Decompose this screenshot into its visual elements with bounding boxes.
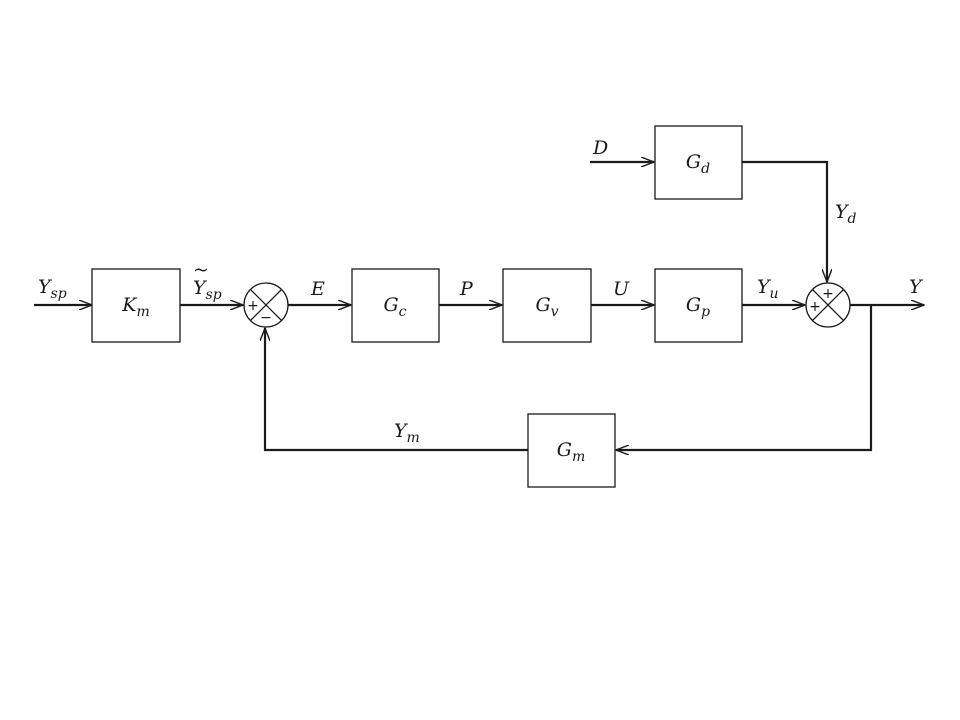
block-gv-main: G <box>535 294 550 316</box>
signal-label-y: Y <box>909 276 924 298</box>
block-gd-main: G <box>686 151 701 173</box>
block-gv-sub: v <box>551 304 559 320</box>
block-gv: Gv <box>502 268 592 343</box>
block-gc: Gc <box>351 268 440 343</box>
signal-label-yd: Yd <box>835 201 857 227</box>
signal-label-ysp-tilde: ~ Ysp <box>193 259 222 303</box>
block-gm: Gm <box>527 413 616 488</box>
block-gm-main: G <box>557 439 572 461</box>
block-gm-sub: m <box>572 449 585 465</box>
svg-text:Km: Km <box>121 294 149 320</box>
block-gc-sub: c <box>399 304 407 320</box>
signal-label-ysp: Ysp <box>38 276 67 302</box>
sum1-minus-sign: − <box>260 310 272 326</box>
block-km: Km <box>91 268 181 343</box>
wire-feedback-to-gm <box>616 305 873 450</box>
signal-label-e: E <box>310 278 325 300</box>
wire-gm-to-sum1 <box>265 328 528 452</box>
signal-label-yu: Yu <box>757 276 779 302</box>
block-km-main: K <box>121 294 138 316</box>
summing-junction-1: + − <box>243 282 289 328</box>
sum2-left-plus-sign: + <box>809 299 821 315</box>
signal-label-ym: Ym <box>394 420 420 446</box>
wire-gd-to-sum2 <box>742 160 827 282</box>
sum1-plus-sign: + <box>247 298 259 314</box>
sum2-top-plus-sign: + <box>822 286 834 302</box>
summing-junction-2: + + <box>805 282 851 328</box>
block-gd: Gd <box>654 125 743 200</box>
signal-label-p: P <box>459 278 474 300</box>
svg-text:Ysp: Ysp <box>193 277 222 303</box>
block-gp-main: G <box>686 294 701 316</box>
signal-label-d: D <box>592 137 608 159</box>
svg-text:Gd: Gd <box>686 151 710 177</box>
svg-text:Gv: Gv <box>535 294 558 320</box>
block-gp: Gp <box>654 268 743 343</box>
block-gd-sub: d <box>701 161 710 177</box>
svg-text:Gp: Gp <box>686 294 710 320</box>
svg-text:Gm: Gm <box>557 439 585 465</box>
block-km-sub: m <box>136 304 149 320</box>
signal-label-u: U <box>613 278 630 300</box>
svg-text:Gc: Gc <box>383 294 406 320</box>
block-gp-sub: p <box>701 304 710 320</box>
tilde-accent: ~ <box>193 259 209 281</box>
block-gc-main: G <box>383 294 398 316</box>
